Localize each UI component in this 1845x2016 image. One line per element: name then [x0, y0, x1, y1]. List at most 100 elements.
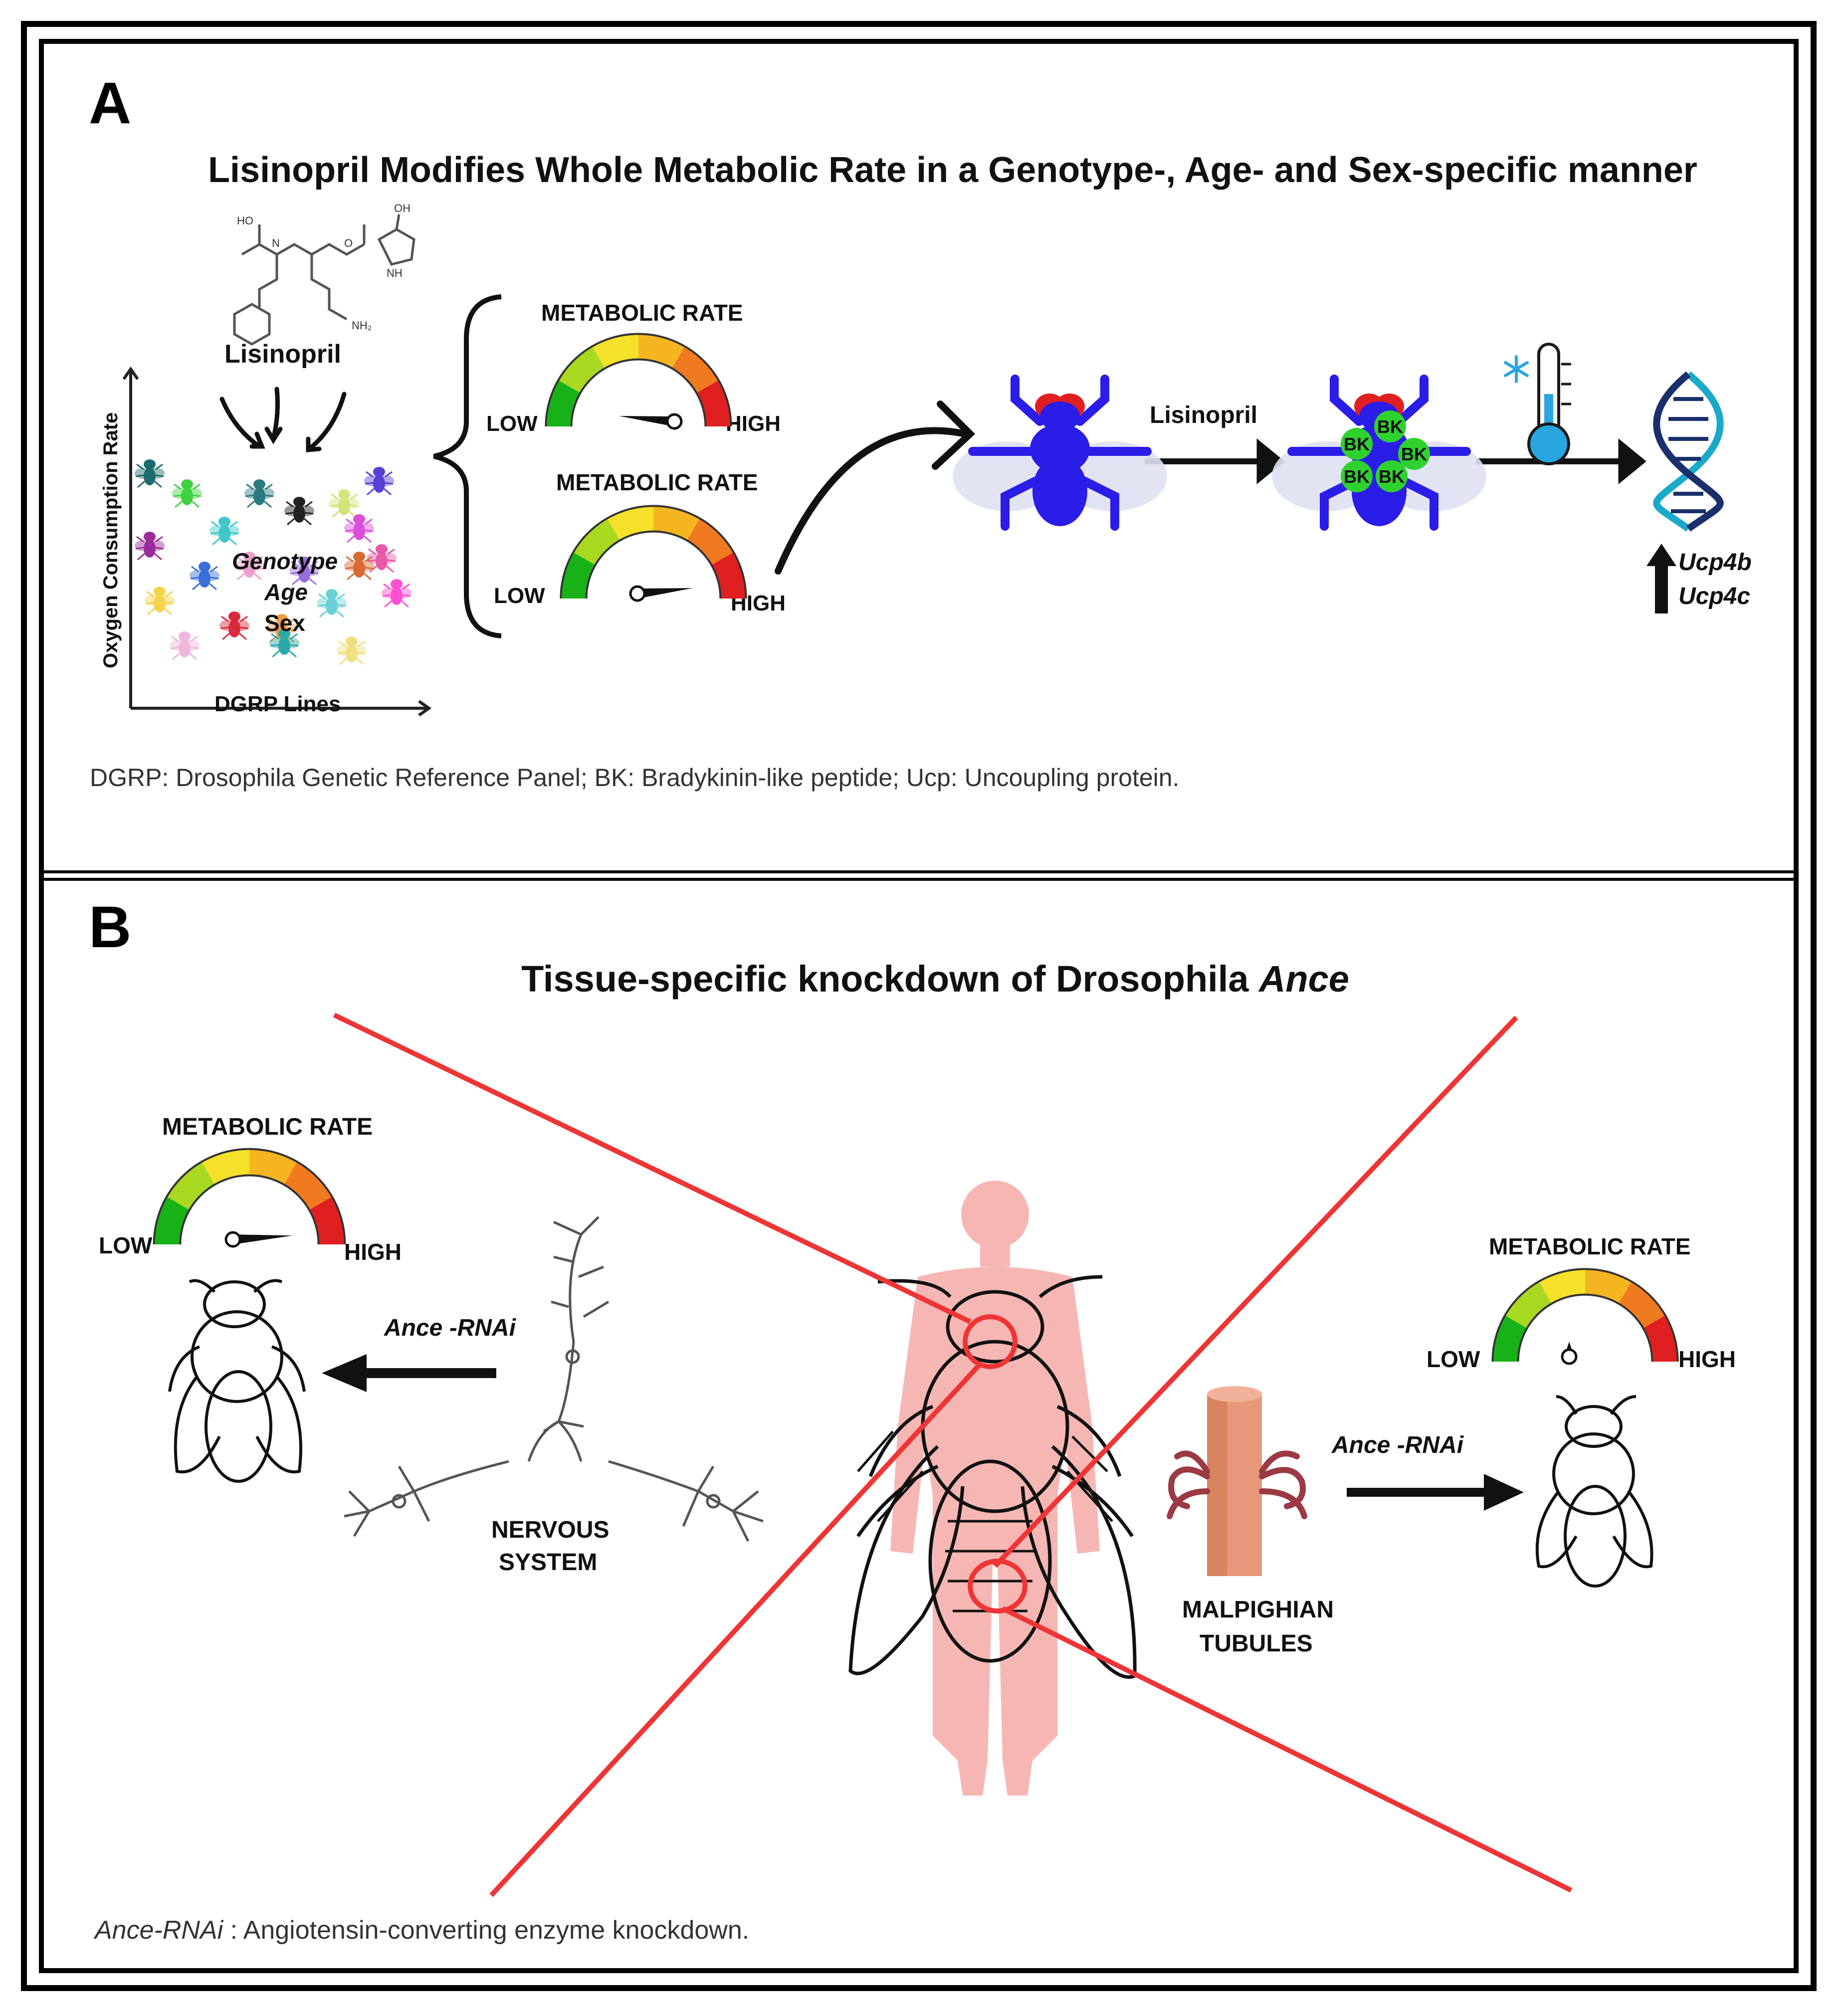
gauge-inner-outline [570, 358, 707, 427]
bk-peptide-icon: BK [1398, 438, 1430, 470]
fly-icon [317, 589, 347, 618]
thermometer-icon [1527, 343, 1571, 465]
mol-label-ho: HO [237, 214, 253, 227]
gauge-hub [666, 413, 683, 430]
factor-age: Age [264, 579, 308, 605]
gauge-outline [1491, 1268, 1679, 1362]
panel-b-title: Tissue-specific knockdown of Drosophila … [150, 958, 1721, 1000]
up-arrow-icon [1646, 544, 1676, 613]
rnai-left-label: Ance -RNAi [384, 1315, 516, 1341]
mol-label-oh: OH [394, 202, 410, 214]
gauge-left-high: HIGH [344, 1239, 402, 1265]
gauge-segment [653, 506, 700, 541]
fly-icon [234, 552, 264, 581]
gene-ucp4c: Ucp4c [1678, 583, 1751, 609]
panel-a-title: Lisinopril Modifies Whole Metabolic Rate… [208, 150, 1697, 190]
gauge-segment [546, 380, 581, 427]
gauge-upper-high: HIGH [726, 411, 781, 436]
curved-arrow-icon [775, 401, 976, 575]
gauge-inner-outline [179, 1174, 320, 1245]
mol-label-o: O [344, 237, 353, 249]
gauge-left-title: METABOLIC RATE [162, 1114, 373, 1140]
fly-icon [382, 579, 411, 608]
gauge-segment [607, 506, 654, 541]
brace-icon [433, 294, 502, 638]
bk-peptide-icon: BK [1374, 410, 1406, 442]
gauge-segment [561, 552, 596, 599]
svg-text:BK: BK [1379, 466, 1405, 487]
gauge-segment [1539, 1269, 1586, 1304]
gauge-needle [637, 588, 693, 599]
gauge-segment [1618, 1281, 1665, 1329]
panel-b-title-text: Tissue-specific knockdown of Drosophila [521, 958, 1249, 1000]
gauge-segment [309, 1197, 345, 1245]
mol-label-nh2: NH₂ [352, 319, 372, 332]
fly-icon [190, 562, 219, 591]
gauge-outline [153, 1148, 346, 1245]
gauge-inner-outline [585, 530, 722, 599]
gauge-segment [202, 1149, 250, 1185]
gauge-segment [558, 346, 606, 394]
svg-text:BK: BK [1401, 444, 1427, 464]
fly-right-outline-icon [1535, 1395, 1653, 1588]
bk-peptide-icon: BK [1341, 428, 1373, 460]
gauge-right-title: METABOLIC RATE [1489, 1233, 1691, 1259]
fly-icon [135, 459, 165, 488]
gauge-segment [154, 1197, 190, 1245]
right-arrow-icon [1347, 1474, 1524, 1511]
gauge-segment [686, 518, 734, 566]
fly-icon [344, 552, 374, 581]
gauge-segment [711, 552, 746, 599]
gauge-left-low: LOW [99, 1232, 153, 1258]
fly-icon [244, 479, 274, 508]
panel-b-title-gene: Ance [1258, 958, 1349, 1000]
fly-icon [135, 532, 165, 561]
gauge-outline [560, 505, 747, 599]
gauge-needle [618, 415, 675, 426]
scatter-flies [135, 459, 411, 665]
drug-label: Lisinopril [224, 340, 341, 369]
factor-sex: Sex [264, 610, 305, 636]
human-silhouette-icon [890, 1181, 1100, 1796]
fly-icon [337, 636, 367, 665]
red-cross-lines [333, 1012, 1573, 1897]
panel-divider [39, 870, 1799, 873]
fly-icon [269, 629, 299, 658]
nervous-label-2: SYSTEM [499, 1549, 598, 1576]
gauge-upper-low: LOW [486, 411, 538, 436]
gauge-hub [224, 1231, 241, 1248]
fly-icon [172, 479, 202, 508]
gauge-lower-title: METABOLIC RATE [556, 469, 758, 495]
mol-label-n2: NH [387, 267, 403, 279]
gauge-segment [696, 380, 731, 427]
malpighian-label-2: TUBULES [1200, 1630, 1313, 1657]
gauge-hub [1561, 1348, 1578, 1365]
gauge-lower-low: LOW [494, 584, 545, 608]
inner-frame [39, 39, 1799, 1973]
fly-icon [364, 467, 394, 496]
bk-peptide-icon: BK [1341, 460, 1373, 492]
gauge-segment [592, 334, 639, 369]
malpighian-tubule-icon [1167, 1386, 1307, 1576]
arrow-drug-label: Lisinopril [1150, 402, 1257, 428]
fly-left-outline-icon [168, 1279, 306, 1483]
gauge-segment [283, 1162, 332, 1210]
svg-text:BK: BK [1344, 434, 1370, 454]
gauge-inner-outline [1517, 1293, 1653, 1362]
fly-icon [219, 611, 249, 640]
snowflake-icon [1504, 355, 1529, 383]
lisinopril-molecule-icon [233, 214, 415, 346]
fly-icon [209, 517, 239, 546]
malpighian-label-1: MALPIGHIAN [1182, 1597, 1334, 1623]
gauge-segment [671, 346, 719, 394]
gauge-right-high: HIGH [1678, 1346, 1736, 1372]
drosophila-outline-icon [848, 1275, 1137, 1679]
gauge-hub [629, 585, 646, 602]
gauge-outline [545, 333, 732, 427]
neuron-icon [344, 1216, 764, 1542]
gauge-segment [1492, 1315, 1527, 1362]
